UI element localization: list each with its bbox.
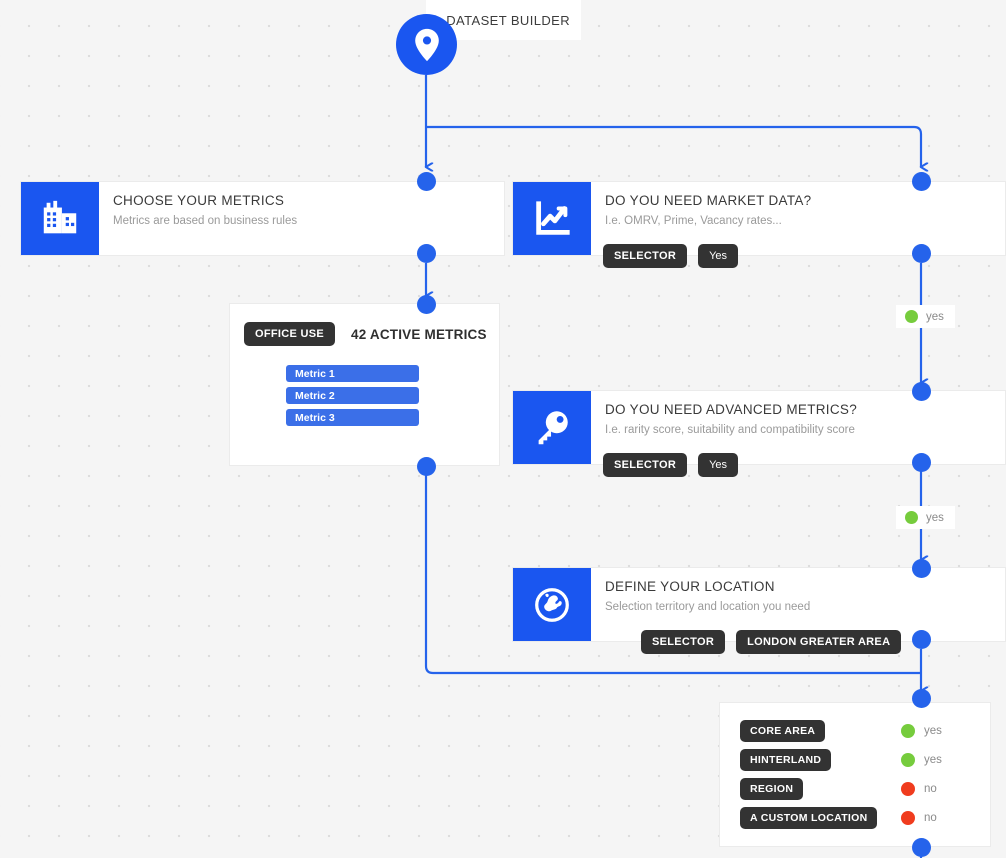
option-answer-text: yes	[924, 724, 942, 737]
metrics-panel-header: OFFICE USE 42 ACTIVE METRICS	[230, 304, 499, 346]
globe-icon	[513, 568, 591, 641]
badge-selector[interactable]: SELECTOR	[603, 244, 688, 268]
status-dot-no	[901, 781, 915, 796]
option-label[interactable]: REGION	[740, 777, 804, 800]
step-subtitle: Metrics are based on business rules	[113, 215, 298, 227]
wire-label-yes-market-data: yes	[896, 305, 955, 328]
connector-node[interactable]	[417, 457, 436, 476]
step-body: CHOOSE YOUR METRICS Metrics are based on…	[99, 182, 504, 255]
option-answer-text: no	[924, 811, 937, 824]
wire-label-yes-advanced-metrics: yes	[896, 506, 955, 529]
badge-answer[interactable]: Yes	[698, 244, 739, 268]
page-title: DATASET BUILDER	[446, 12, 570, 28]
list-item[interactable]: CORE AREA yes	[720, 716, 990, 745]
connector-node[interactable]	[417, 172, 436, 191]
connector-node[interactable]	[417, 295, 436, 314]
metric-bar[interactable]: Metric 1	[286, 365, 419, 382]
option-answer-text: no	[924, 782, 937, 795]
badge-selector[interactable]: SELECTOR	[603, 453, 688, 477]
connector-node[interactable]	[912, 630, 931, 649]
metric-bar[interactable]: Metric 2	[286, 387, 419, 404]
line-chart-icon	[513, 182, 591, 255]
wire-label-text: yes	[926, 310, 944, 323]
step-title: CHOOSE YOUR METRICS	[113, 193, 285, 208]
option-label[interactable]: CORE AREA	[740, 719, 826, 742]
key-icon	[513, 391, 591, 464]
step-card-choose-metrics[interactable]: CHOOSE YOUR METRICS Metrics are based on…	[20, 181, 505, 256]
status-dot-no	[901, 810, 915, 825]
option-label[interactable]: A CUSTOM LOCATION	[740, 806, 878, 829]
status-dot-yes	[905, 511, 918, 524]
option-answer: no	[901, 781, 937, 796]
location-pin-icon	[414, 28, 439, 61]
option-label[interactable]: HINTERLAND	[740, 748, 832, 771]
connector-node[interactable]	[912, 559, 931, 578]
step-card-advanced-metrics[interactable]: DO YOU NEED ADVANCED METRICS? I.e. rarit…	[512, 390, 1006, 465]
status-dot-yes	[901, 752, 915, 767]
connector-node[interactable]	[912, 244, 931, 263]
active-metrics-count: 42 ACTIVE METRICS	[351, 326, 487, 342]
step-title: DO YOU NEED ADVANCED METRICS?	[605, 402, 857, 417]
active-metrics-panel[interactable]: OFFICE USE 42 ACTIVE METRICS Metric 1 Me…	[229, 303, 500, 466]
connector-node[interactable]	[417, 244, 436, 263]
step-body: DO YOU NEED MARKET DATA? I.e. OMRV, Prim…	[591, 182, 1005, 255]
badge-row-market-data: SELECTOR Yes	[603, 244, 739, 268]
step-title: DO YOU NEED MARKET DATA?	[605, 193, 812, 208]
badge-row-define-location: SELECTOR LONDON GREATER AREA	[641, 630, 902, 654]
buildings-icon	[21, 182, 99, 255]
start-node[interactable]	[396, 14, 457, 75]
option-answer: yes	[901, 723, 942, 738]
list-item[interactable]: REGION no	[720, 774, 990, 803]
step-subtitle: Selection territory and location you nee…	[605, 601, 811, 613]
location-options-panel[interactable]: CORE AREA yes HINTERLAND yes REGION no A…	[719, 702, 991, 847]
step-title: DEFINE YOUR LOCATION	[605, 579, 775, 594]
status-dot-yes	[905, 310, 918, 323]
step-subtitle: I.e. OMRV, Prime, Vacancy rates...	[605, 215, 782, 227]
step-body: DO YOU NEED ADVANCED METRICS? I.e. rarit…	[591, 391, 1005, 464]
option-answer-text: yes	[924, 753, 942, 766]
list-item[interactable]: A CUSTOM LOCATION no	[720, 803, 990, 832]
option-answer: yes	[901, 752, 942, 767]
status-dot-yes	[901, 723, 915, 738]
metric-bar-list: Metric 1 Metric 2 Metric 3	[230, 365, 499, 426]
connector-node[interactable]	[912, 689, 931, 708]
connector-node[interactable]	[912, 382, 931, 401]
wire-label-text: yes	[926, 511, 944, 524]
connector-node[interactable]	[912, 453, 931, 472]
connector-node[interactable]	[912, 172, 931, 191]
badge-location[interactable]: LONDON GREATER AREA	[736, 630, 902, 654]
badge-answer[interactable]: Yes	[698, 453, 739, 477]
badge-row-advanced-metrics: SELECTOR Yes	[603, 453, 739, 477]
badge-office-use[interactable]: OFFICE USE	[244, 322, 336, 346]
step-card-market-data[interactable]: DO YOU NEED MARKET DATA? I.e. OMRV, Prim…	[512, 181, 1006, 256]
badge-selector[interactable]: SELECTOR	[641, 630, 726, 654]
option-answer: no	[901, 810, 937, 825]
metric-bar[interactable]: Metric 3	[286, 409, 419, 426]
list-item[interactable]: HINTERLAND yes	[720, 745, 990, 774]
connector-node[interactable]	[912, 838, 931, 857]
step-subtitle: I.e. rarity score, suitability and compa…	[605, 424, 855, 436]
